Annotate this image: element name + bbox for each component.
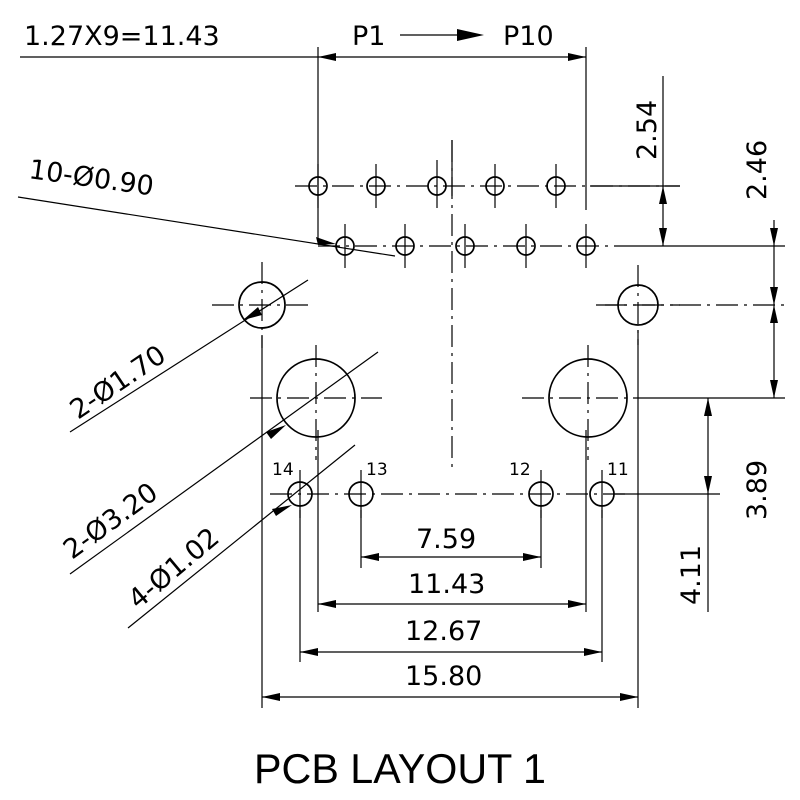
arrow	[243, 307, 262, 320]
pitch-formula-label: 1.27X9=11.43	[24, 21, 220, 52]
arrow	[262, 693, 280, 701]
mount-to-lower-dim-label: 3.89	[742, 460, 773, 520]
led-holes	[270, 470, 626, 518]
arrow	[300, 648, 318, 656]
pin-label-14: 14	[272, 460, 294, 480]
arrow	[659, 228, 667, 246]
arrow	[318, 600, 336, 608]
large-mount-holes	[250, 345, 650, 460]
pin-end-label: P10	[503, 21, 554, 52]
arrow	[361, 553, 379, 561]
arrow	[704, 476, 712, 494]
pin-direction-arrow-head	[457, 29, 484, 41]
small-mount-leader	[69, 279, 309, 433]
arrow	[770, 380, 778, 398]
led-holes-leader	[127, 444, 356, 629]
overall-width-dim-label: 15.80	[405, 661, 482, 692]
small-mount-holes-callout: 2-Ø1.70	[65, 340, 172, 426]
led-holes-callout: 4-Ø1.02	[123, 522, 226, 615]
page-title: PCB LAYOUT 1	[254, 745, 546, 792]
arrow	[620, 693, 638, 701]
signal-holes-callout: 10-Ø0.90	[27, 154, 156, 202]
signal-holes-row1	[295, 160, 680, 208]
arrow	[318, 53, 336, 61]
small-mount-holes	[212, 262, 680, 348]
pin-label-11: 11	[607, 460, 629, 480]
signal-holes-row2	[318, 224, 620, 268]
large-mount-holes-callout: 2-Ø3.20	[58, 477, 164, 566]
arrow	[704, 398, 712, 416]
inner-pins-dim-label: 7.59	[416, 524, 476, 555]
arrow	[316, 237, 336, 245]
arrow	[272, 505, 292, 516]
arrow	[568, 53, 586, 61]
arrow	[659, 186, 667, 204]
row-to-mount-dim-label: 2.46	[742, 140, 773, 200]
arrow	[584, 648, 602, 656]
signal-holes-leader	[17, 196, 396, 257]
pin-label-13: 13	[366, 460, 388, 480]
large-mount-leader	[69, 351, 379, 575]
arrow	[266, 425, 286, 439]
pin-label-12: 12	[509, 460, 531, 480]
arrow	[770, 228, 778, 246]
lower-to-bottom-dim-label: 4.11	[676, 545, 707, 605]
arrow	[770, 305, 778, 323]
outer-pins-dim-label: 12.67	[405, 616, 482, 647]
pin-start-label: P1	[352, 21, 385, 52]
arrow	[523, 553, 541, 561]
arrow	[568, 600, 586, 608]
row-pitch-dim-label: 2.54	[632, 100, 663, 160]
arrow	[770, 287, 778, 305]
pin-span-dim-label: 11.43	[408, 569, 485, 600]
